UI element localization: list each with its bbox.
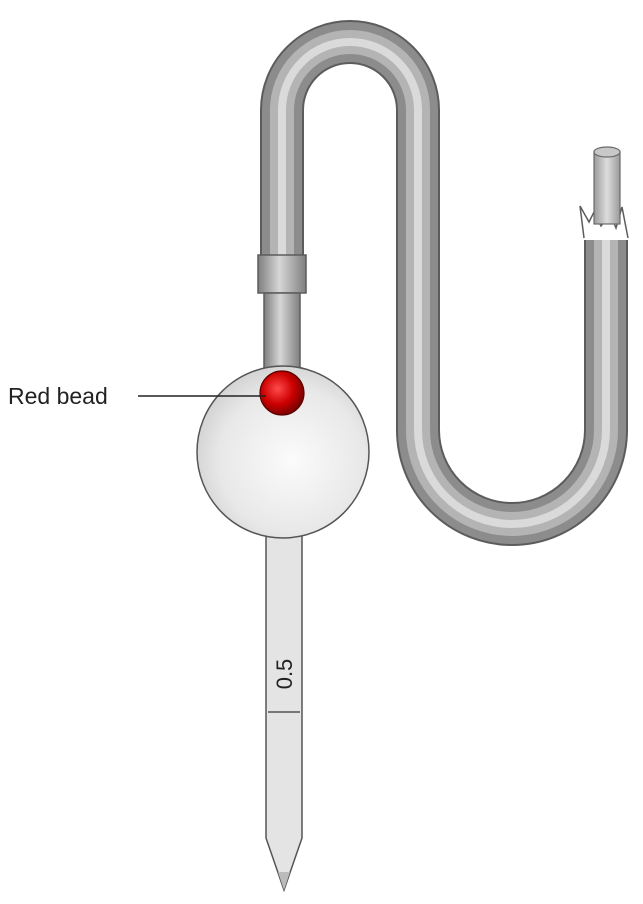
tube-joint <box>257 254 307 374</box>
bent-tube <box>260 20 628 546</box>
thermometer-bulb <box>196 365 370 539</box>
thin-rod <box>593 146 621 225</box>
red-bead <box>259 370 305 416</box>
scale-mark-label: 0.5 <box>272 659 297 690</box>
bead-label: Red bead <box>8 383 108 409</box>
thermometer-stem <box>265 529 303 893</box>
